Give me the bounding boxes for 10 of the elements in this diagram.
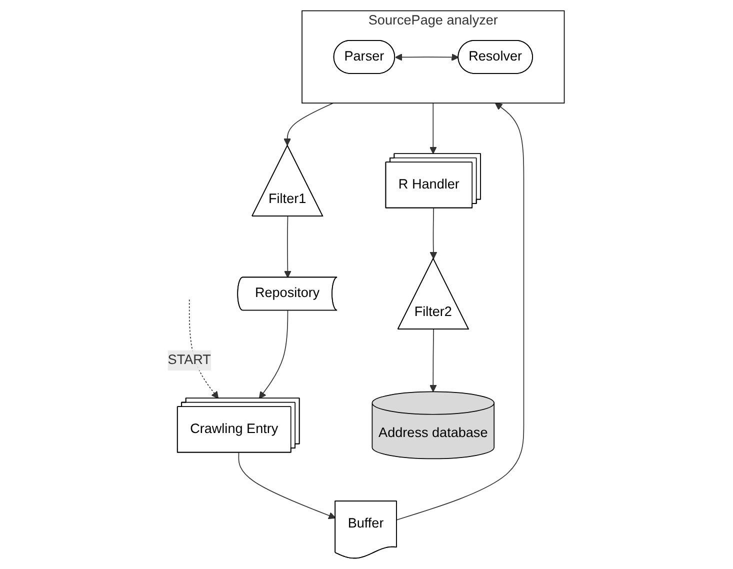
arrow <box>430 329 438 392</box>
edge-label: START <box>168 352 212 368</box>
arrow <box>284 216 292 278</box>
arrow <box>396 102 525 520</box>
arrow <box>259 310 289 399</box>
arrow <box>238 452 336 520</box>
arrow <box>396 54 460 61</box>
arrow <box>430 208 438 260</box>
arrow <box>430 102 438 154</box>
arrow <box>284 102 334 146</box>
